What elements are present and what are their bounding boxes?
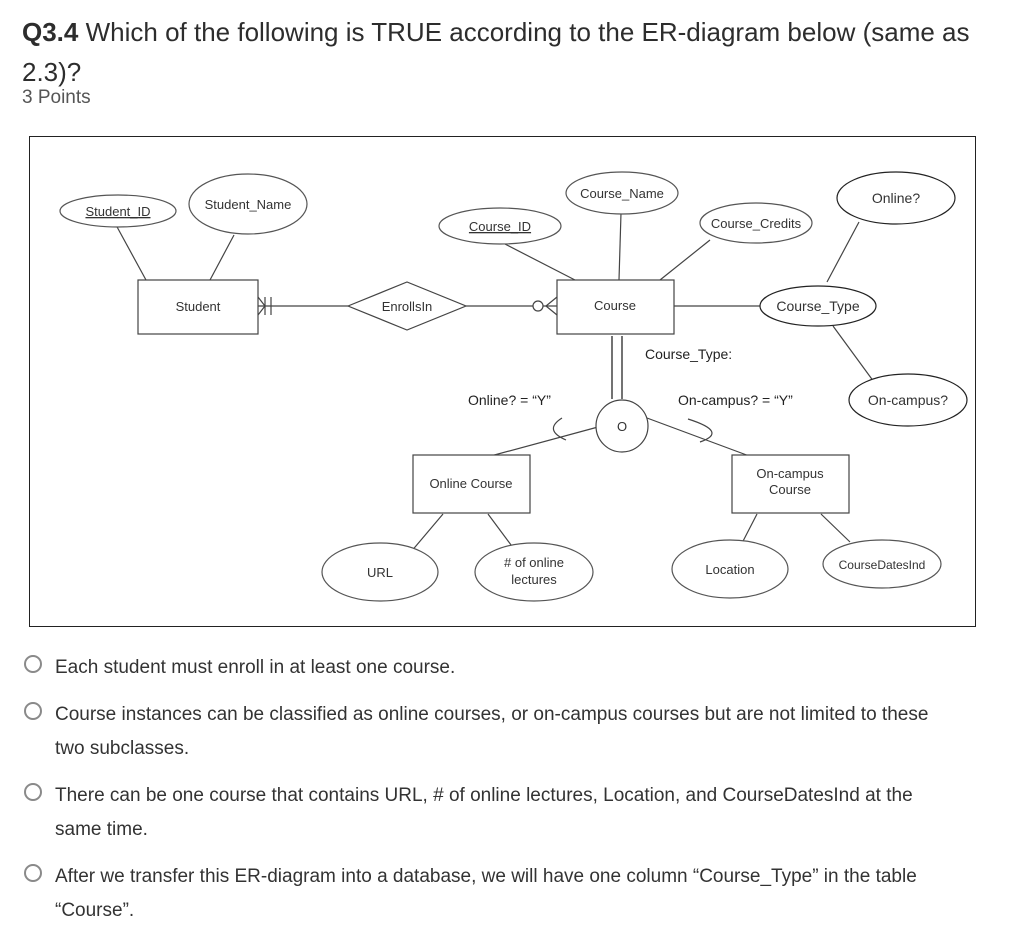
mark-course-crow-top	[545, 296, 558, 307]
line-course-dates	[820, 513, 851, 543]
mark-course-crow-bottom	[545, 305, 558, 316]
relationship-enrollsin-diamond	[346, 281, 468, 331]
attr-student-id-label: Student_ID	[85, 204, 150, 219]
entity-course-box	[556, 279, 675, 335]
course-type-heading: Course_Type:	[645, 346, 732, 362]
attr-num-lectures-label-2: lectures	[511, 572, 557, 587]
er-diagram-canvas: Student_ID Student_Name Course_Name Cour…	[59, 171, 968, 602]
question-points: 3 Points	[22, 87, 91, 108]
attr-student-name-ellipse	[188, 173, 308, 235]
question-text: Which of the following is TRUE according…	[22, 17, 970, 87]
line-course-credits	[659, 239, 711, 281]
attr-student-id-ellipse	[59, 194, 177, 228]
specialization-symbol: O	[617, 419, 627, 434]
line-spec-oncampus	[646, 417, 753, 458]
entity-on-campus-course-label-1: On-campus	[756, 466, 824, 481]
attr-student-name-label: Student_Name	[205, 197, 292, 212]
attr-url-ellipse	[321, 542, 439, 602]
attr-course-name-label: Course_Name	[580, 186, 664, 201]
attr-course-dates-ellipse	[822, 539, 942, 589]
radio-button[interactable]	[24, 702, 42, 720]
answer-option-text: Course instances can be classified as on…	[55, 704, 929, 759]
attr-course-credits-ellipse	[699, 202, 813, 244]
attr-location-label: Location	[705, 562, 754, 577]
line-student-name	[209, 234, 235, 281]
attr-on-campus-label: On-campus?	[868, 392, 948, 408]
answer-option-text: After we transfer this ER-diagram into a…	[55, 866, 917, 921]
attr-url-label: URL	[367, 565, 393, 580]
radio-button[interactable]	[24, 783, 42, 801]
attr-course-type-ellipse	[759, 285, 877, 327]
er-diagram: Student_ID Student_Name Course_Name Cour…	[29, 136, 976, 627]
entity-student-label: Student	[176, 299, 221, 314]
attr-online-label: Online?	[872, 190, 920, 206]
attr-online-ellipse	[836, 171, 956, 225]
line-course-name	[618, 212, 622, 281]
online-condition-label: Online? = “Y”	[468, 392, 551, 408]
mark-student-crow-bottom	[257, 305, 266, 316]
attr-course-name-ellipse	[565, 171, 679, 215]
line-student-id	[115, 224, 147, 281]
entity-online-course-label: Online Course	[429, 476, 512, 491]
radio-button[interactable]	[24, 864, 42, 882]
attr-course-id-label: Course_ID	[469, 219, 531, 234]
attr-location-ellipse	[671, 539, 789, 599]
entity-course-label: Course	[594, 298, 636, 313]
line-online	[826, 221, 860, 283]
radio-button[interactable]	[24, 655, 42, 673]
line-on-campus	[832, 325, 875, 383]
answer-option-text: There can be one course that contains UR…	[55, 785, 913, 840]
attr-on-campus-ellipse	[848, 373, 968, 427]
question-number: Q3.4	[22, 17, 79, 47]
answer-option-text: Each student must enroll in at least one…	[55, 657, 456, 678]
line-url	[409, 513, 444, 554]
attr-course-credits-label: Course_Credits	[711, 216, 802, 231]
line-course-id	[500, 241, 576, 281]
mark-student-crow-top	[257, 296, 266, 307]
attr-course-type-label: Course_Type	[776, 298, 859, 314]
mark-course-zero	[532, 300, 544, 312]
line-spec-online	[486, 426, 599, 458]
relationship-enrollsin-label: EnrollsIn	[382, 299, 433, 314]
entity-student-box	[137, 279, 259, 335]
subset-arc-oncampus	[687, 418, 713, 443]
attr-num-lectures-ellipse	[474, 542, 594, 602]
specialization-circle	[595, 399, 649, 453]
attr-num-lectures-label-1: # of online	[504, 555, 564, 570]
entity-online-course-box	[412, 454, 531, 514]
on-campus-condition-label: On-campus? = “Y”	[678, 392, 793, 408]
attr-course-id-ellipse	[438, 207, 562, 245]
question-title: Q3.4 Which of the following is TRUE acco…	[22, 12, 982, 92]
subset-arc-online	[552, 417, 567, 441]
entity-on-campus-course-box	[731, 454, 850, 514]
entity-on-campus-course-label-2: Course	[769, 482, 811, 497]
attr-course-dates-label: CourseDatesInd	[839, 558, 926, 572]
